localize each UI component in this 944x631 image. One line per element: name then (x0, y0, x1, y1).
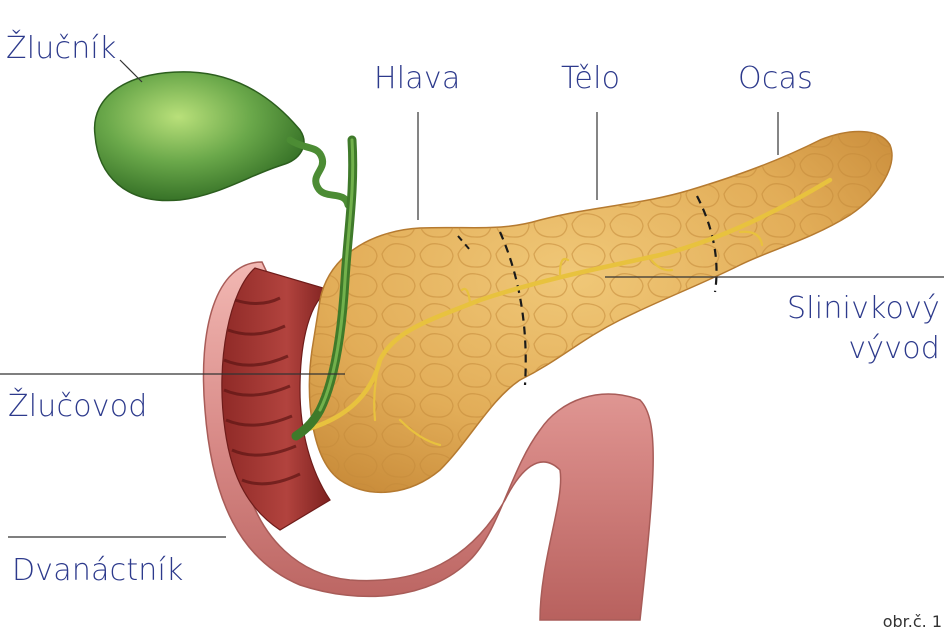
label-body: Tělo (561, 62, 620, 96)
label-tail: Ocas (738, 62, 813, 96)
leader-gallbladder (120, 60, 142, 82)
label-duodenum: Dvanáctník (12, 554, 184, 588)
label-bile-duct: Žlučovod (8, 390, 148, 424)
label-duct-line2: vývod (848, 332, 940, 366)
gallbladder-sac (95, 72, 304, 201)
label-gallbladder: Žlučník (6, 32, 117, 66)
label-duct-line1: Slinivkový (787, 292, 940, 326)
label-head: Hlava (374, 62, 460, 96)
gallbladder (95, 72, 348, 205)
figure-caption: obr.č. 1 (883, 612, 942, 631)
